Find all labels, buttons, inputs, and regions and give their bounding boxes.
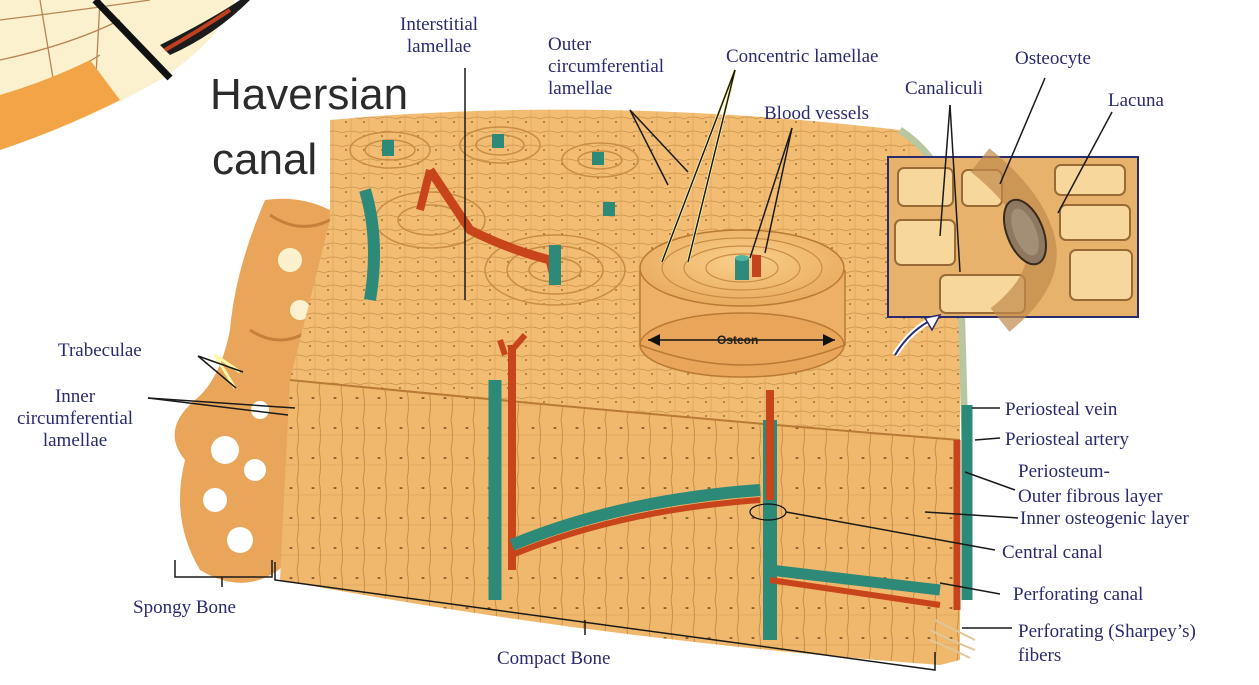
- label-inner-circumferential-lamellae: Inner circumferential lamellae: [17, 386, 133, 452]
- label-interstitial-lamellae: Interstitial lamellae: [400, 14, 478, 58]
- label-canaliculi: Canaliculi: [905, 78, 983, 100]
- magnified-inset: [888, 157, 1138, 320]
- label-periosteal-vein: Periosteal vein: [1005, 399, 1117, 421]
- label-perforating-canal: Perforating canal: [1013, 584, 1143, 606]
- label-concentric-lamellae: Concentric lamellae: [726, 46, 878, 68]
- label-osteon: Osteon: [717, 333, 758, 347]
- label-blood-vessels: Blood vessels: [764, 103, 869, 125]
- label-lacuna: Lacuna: [1108, 90, 1164, 112]
- title-line-1: Haversian: [210, 70, 408, 120]
- label-osteocyte: Osteocyte: [1015, 48, 1091, 70]
- label-spongy-bone: Spongy Bone: [133, 597, 236, 619]
- osteon-cylinder: [640, 230, 845, 377]
- label-outer-circumferential-lamellae: Outer circumferential lamellae: [548, 34, 664, 100]
- label-periosteum: Periosteum- Outer fibrous layer: [1018, 459, 1163, 509]
- label-periosteal-artery: Periosteal artery: [1005, 429, 1129, 451]
- label-inner-osteogenic-layer: Inner osteogenic layer: [1020, 508, 1189, 530]
- label-sharpeys-fibers: Perforating (Sharpey’s) fibers: [1018, 620, 1196, 668]
- title-line-2: canal: [212, 135, 317, 185]
- label-central-canal: Central canal: [1002, 542, 1103, 564]
- label-compact-bone: Compact Bone: [497, 648, 610, 670]
- label-trabeculae: Trabeculae: [58, 340, 142, 362]
